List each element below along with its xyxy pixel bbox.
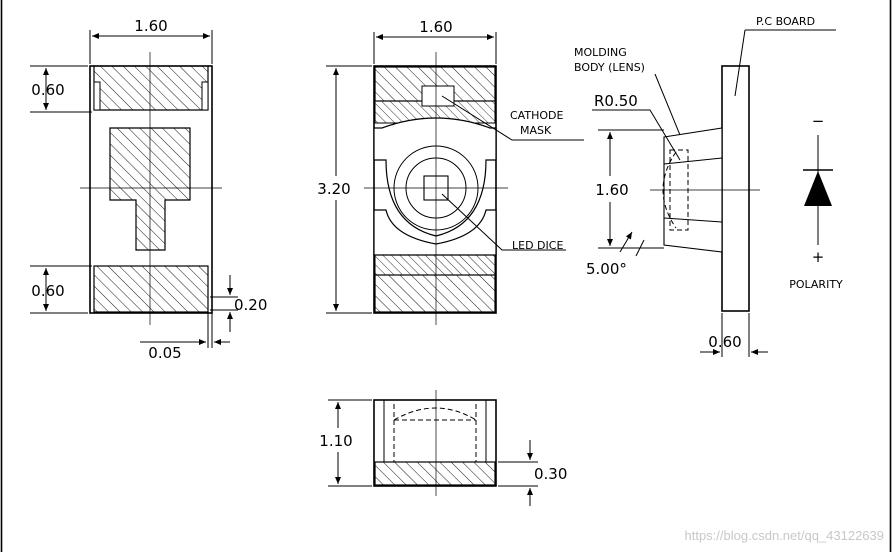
cathode-leader — [441, 95, 584, 141]
front-width-dim: 1.60 — [419, 18, 452, 36]
top-pad — [93, 66, 209, 111]
bottom-lens-profile — [393, 407, 477, 421]
molding-label-line2: BODY (LENS) — [574, 61, 645, 74]
side-height-dim: 1.60 — [595, 181, 628, 199]
bottom-view-body — [373, 399, 497, 487]
base-dim: 0.30 — [534, 465, 567, 483]
bottom-base-hatch — [374, 461, 496, 486]
molding-label-line1: MOLDING — [574, 46, 627, 59]
pcb-label: P.C BOARD — [756, 15, 815, 28]
diode-triangle-icon — [804, 171, 832, 206]
front-view-body — [373, 65, 497, 314]
cathode-mark — [421, 85, 455, 107]
front-bottom-band — [374, 254, 496, 276]
pc-board — [721, 65, 750, 312]
radius-dim: R0.50 — [594, 92, 638, 110]
angle-dim: 5.00° — [586, 260, 627, 278]
bottom-view: 1.10 0.30 — [319, 390, 567, 506]
bottom-pad-dim: 0.60 — [31, 282, 64, 300]
front-view: 1.60 3.20 CATHODE MASK LED DICE — [317, 18, 584, 325]
front-height-dim: 3.20 — [317, 180, 350, 198]
polarity-label: POLARITY — [789, 278, 843, 291]
top-pad-dim: 0.60 — [31, 81, 64, 99]
top-view: 1.60 0.60 0.60 0.20 0.05 — [30, 17, 267, 362]
polarity-minus: − — [812, 112, 825, 130]
board-dim: 0.60 — [708, 333, 741, 351]
bottom-height-dim: 1.10 — [319, 432, 352, 450]
side-view: P.C BOARD MOLDING BODY (LENS) R0.50 1.60… — [574, 15, 836, 357]
polarity-plus: + — [812, 248, 825, 266]
cathode-label-line2: MASK — [520, 124, 552, 137]
bottom-pad — [93, 265, 209, 313]
gap-dim: 0.20 — [234, 296, 267, 314]
cathode-label-line1: CATHODE — [510, 109, 563, 122]
top-width-dim: 1.60 — [134, 17, 167, 35]
front-bottom-hatch — [374, 274, 496, 313]
offset-dim: 0.05 — [148, 344, 181, 362]
polarity-symbol: − + POLARITY — [789, 112, 843, 291]
led-dice-label: LED DICE — [512, 239, 563, 252]
led-dice-leader — [441, 193, 566, 251]
watermark: https://blog.csdn.net/qq_43122639 — [685, 528, 885, 543]
